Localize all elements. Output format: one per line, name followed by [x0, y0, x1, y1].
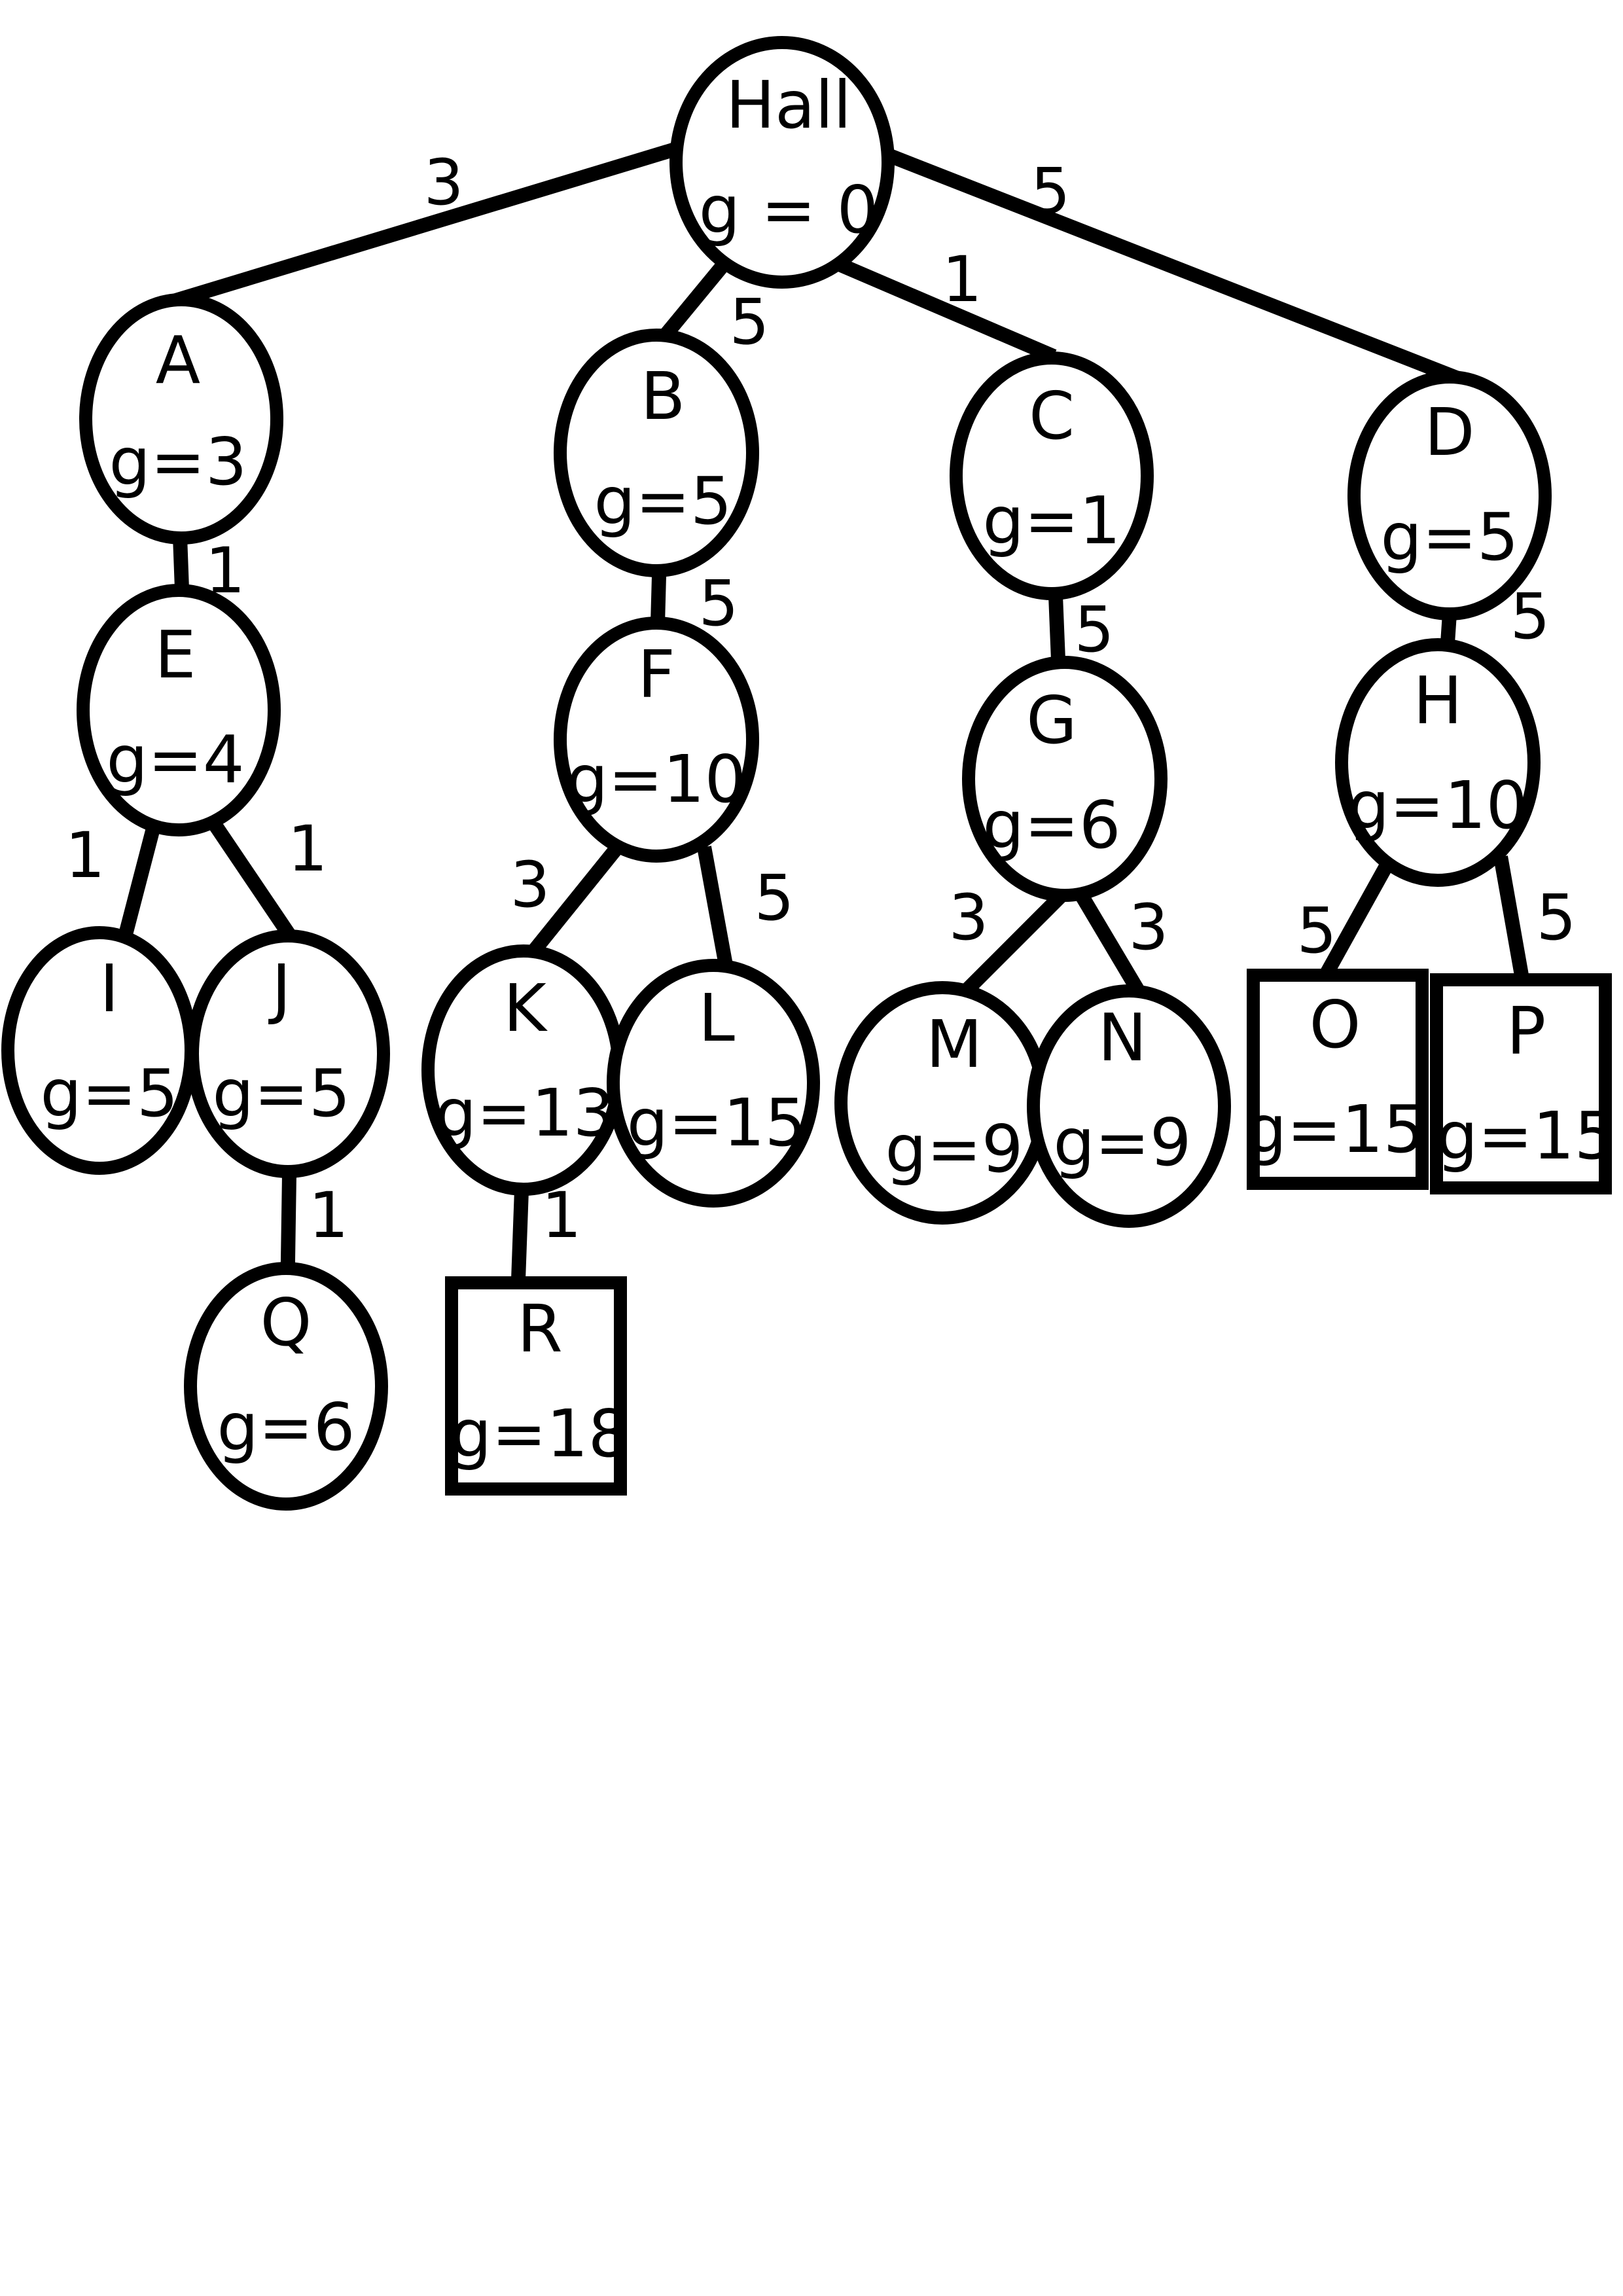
edge-g-n	[1073, 888, 1149, 1002]
tree-node-c: C g=1	[950, 351, 1154, 600]
edge-weight-h-o: 5	[1296, 894, 1336, 967]
node-label-n: N	[1098, 999, 1147, 1076]
tree-node-q: Q g=6	[184, 1262, 388, 1511]
node-label-m: M	[926, 1006, 982, 1083]
edge-e-j	[202, 811, 305, 953]
node-g-value-p: g=15	[1436, 1098, 1616, 1174]
edge-hall-c	[831, 255, 1057, 363]
node-g-value-h: g=10	[1348, 767, 1528, 844]
node-g-value-f: g=10	[567, 741, 747, 817]
edge-j-q	[280, 1167, 297, 1268]
edge-a-e	[172, 529, 190, 597]
edge-h-p	[1493, 855, 1530, 984]
node-g-value-k: g=13	[435, 1075, 615, 1151]
node-label-j: J	[268, 950, 291, 1027]
tree-node-a: A g=3	[79, 293, 283, 545]
tree-node-r: R g=18	[445, 1276, 630, 1496]
node-label-l: L	[698, 980, 735, 1056]
node-label-d: D	[1424, 394, 1474, 471]
node-label-h: H	[1413, 662, 1462, 739]
node-label-o: O	[1310, 986, 1361, 1063]
node-g-value-q: g=6	[217, 1389, 355, 1465]
edge-g-m	[955, 886, 1071, 1002]
edge-c-g	[1048, 588, 1066, 668]
tree-node-h: H g=10	[1335, 638, 1541, 887]
edge-weight-hall-a: 3	[423, 146, 463, 219]
edge-weight-g-n: 3	[1128, 891, 1168, 964]
node-g-value-l: g=15	[627, 1085, 807, 1161]
edge-f-k	[520, 844, 622, 966]
node-g-value-c: g=1	[983, 482, 1121, 559]
node-g-value-b: g=5	[594, 463, 732, 539]
node-label-r: R	[517, 1291, 562, 1367]
tree-node-p: P g=15	[1430, 973, 1616, 1194]
node-g-value-e: g=4	[107, 721, 245, 798]
node-label-c: C	[1029, 378, 1075, 454]
node-label-q: Q	[260, 1284, 312, 1361]
edge-e-i	[115, 817, 163, 948]
node-g-value-i: g=5	[41, 1055, 179, 1132]
node-label-p: P	[1507, 993, 1546, 1069]
tree-node-i: I g=5	[1, 926, 198, 1175]
tree-node-m: M g=9	[834, 981, 1050, 1225]
tree-node-j: J g=5	[186, 929, 390, 1178]
node-label-b: B	[641, 358, 686, 435]
edge-weight-d-h: 5	[1510, 580, 1550, 653]
node-label-e: E	[154, 617, 196, 693]
tree-node-f: F g=10	[554, 617, 759, 863]
node-label-f: F	[637, 636, 675, 713]
edge-hall-a	[164, 141, 680, 310]
node-label-i: I	[99, 950, 119, 1027]
tree-node-k: K g=13	[421, 944, 626, 1196]
edge-weight-c-g: 5	[1074, 593, 1114, 666]
node-g-value-r: g=18	[450, 1395, 630, 1472]
edge-weight-f-l: 5	[754, 861, 794, 935]
tree-node-n: N g=9	[1027, 984, 1231, 1228]
node-g-value-o: g=15	[1245, 1091, 1425, 1168]
edge-f-l	[697, 846, 735, 977]
tree-node-e: E g=4	[77, 584, 281, 836]
node-label-hall: Hall	[726, 67, 851, 143]
node-g-value-j: g=5	[213, 1055, 351, 1132]
node-label-k: K	[503, 970, 548, 1047]
node-g-value-d: g=5	[1381, 499, 1519, 575]
edge-k-r	[510, 1182, 529, 1287]
edge-weight-hall-d: 5	[1030, 154, 1070, 228]
tree-node-l: L g=15	[607, 959, 820, 1208]
edge-hall-b	[657, 255, 734, 343]
edge-weight-f-k: 3	[510, 848, 550, 922]
node-label-a: A	[156, 322, 200, 399]
edge-h-o	[1319, 854, 1397, 980]
node-label-g: G	[1026, 682, 1077, 759]
tree-node-hall: Hall g = 0	[669, 36, 895, 289]
edge-hall-d	[883, 147, 1463, 386]
edge-weight-hall-b: 5	[729, 285, 769, 359]
edge-weight-j-q: 1	[308, 1179, 348, 1252]
edge-weight-e-i: 1	[65, 819, 105, 892]
edge-weight-b-f: 5	[698, 567, 738, 640]
node-g-value-g: g=6	[983, 787, 1121, 863]
tree-node-b: B g=5	[554, 329, 759, 577]
node-g-value-n: g=9	[1054, 1104, 1192, 1181]
edge-weight-e-j: 1	[287, 812, 327, 886]
tree-node-d: D g=5	[1347, 370, 1552, 620]
edge-weight-g-m: 3	[948, 881, 988, 954]
edge-weight-h-p: 5	[1536, 881, 1576, 954]
node-g-value-hall: g = 0	[699, 171, 878, 248]
node-g-value-a: g=3	[109, 423, 247, 500]
node-g-value-m: g=9	[885, 1111, 1024, 1187]
edge-weight-hall-c: 1	[942, 243, 982, 316]
tree-node-g: G g=6	[962, 656, 1168, 902]
tree-node-o: O g=15	[1245, 969, 1429, 1190]
edge-b-f	[650, 568, 667, 631]
